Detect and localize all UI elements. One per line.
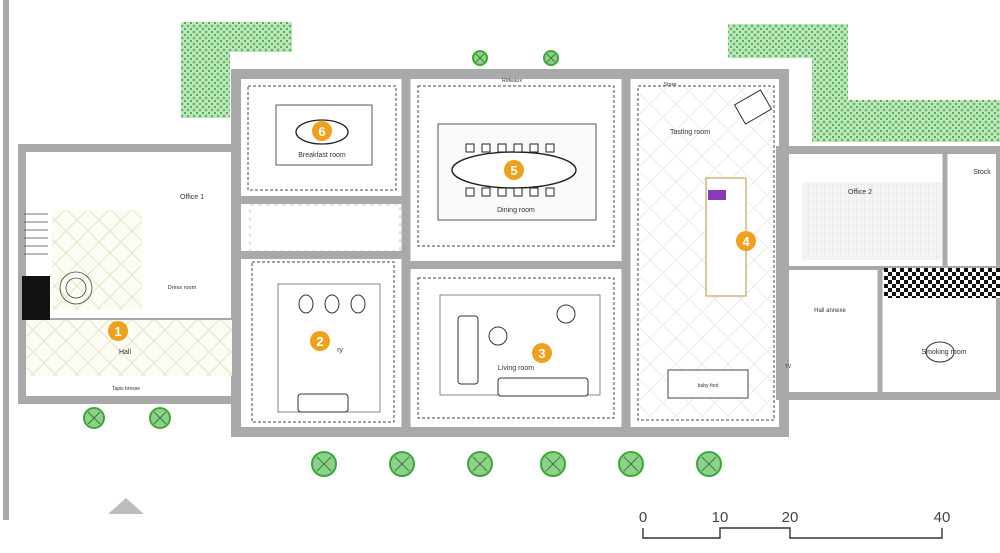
badge-3-number: 3 [538, 346, 545, 361]
badge-1-number: 1 [114, 324, 121, 339]
scale-bar [642, 527, 943, 539]
label-office1: Office 1 [180, 194, 204, 201]
tree-cross [87, 411, 101, 425]
badge-6-number: 6 [318, 124, 325, 139]
dining-chairs [465, 143, 555, 197]
hedge-right [728, 24, 1000, 142]
label-living: Living room [498, 365, 534, 372]
library-sofa [297, 393, 349, 413]
label-tapis-brosse: Tapis brosse [112, 386, 140, 392]
badge-1[interactable]: 1 [108, 321, 128, 341]
label-tasting: Tasting room [670, 129, 710, 136]
library-chair-3 [350, 294, 366, 314]
library-chair-1 [298, 294, 314, 314]
badge-5-number: 5 [510, 163, 517, 178]
label-hall-annexe: Hall annexe [814, 308, 846, 314]
label-baby-foot: baby foot [698, 383, 719, 389]
label-rideaux: Rideaux [502, 78, 522, 84]
label-office2: Office 2 [848, 189, 872, 196]
north-arrow [108, 498, 144, 514]
badge-5[interactable]: 5 [504, 160, 524, 180]
tree-cross [153, 411, 167, 425]
tree-cross [623, 456, 639, 472]
badge-4-number: 4 [742, 234, 750, 249]
label-smoking: Smoking room [921, 349, 966, 356]
living-sofa-left [457, 315, 479, 385]
label-stock: Stock [973, 169, 991, 176]
office2-floor [802, 182, 942, 260]
label-dining: Dining room [497, 207, 535, 214]
label-hall: Hall [119, 349, 132, 356]
living-armchair-2 [556, 304, 576, 324]
badge-2-number: 2 [316, 334, 323, 349]
tree-cross [475, 53, 485, 63]
corridor-floor [249, 204, 401, 252]
label-tv: TV [785, 364, 792, 370]
label-store: Store [663, 82, 676, 88]
label-library: ry [337, 347, 343, 354]
badge-4[interactable]: 4 [736, 231, 756, 251]
scale-label-40: 40 [934, 509, 951, 526]
tree-cross [472, 456, 488, 472]
checker-floor [884, 268, 1000, 298]
label-breakfast: Breakfast room [298, 152, 346, 159]
scale-label-20: 20 [782, 509, 799, 526]
stair-hall-floor [52, 210, 142, 310]
staircase [24, 213, 93, 305]
baby-foot-table [667, 369, 749, 399]
tree-cross [316, 456, 332, 472]
tree-cross [545, 456, 561, 472]
badge-6[interactable]: 6 [312, 121, 332, 141]
tree-cross [394, 456, 410, 472]
dark-block [22, 276, 50, 320]
smoking-table [925, 341, 955, 363]
tasting-bar-accent [708, 190, 726, 200]
living-armchair [488, 326, 508, 346]
badge-2[interactable]: 2 [310, 331, 330, 351]
library-chair-2 [324, 294, 340, 314]
badge-3[interactable]: 3 [532, 343, 552, 363]
label-dress: Dress room [168, 285, 197, 291]
piano [733, 89, 773, 125]
tree-cross [701, 456, 717, 472]
trees [83, 50, 722, 477]
hedge-left [181, 22, 292, 118]
scale-label-10: 10 [712, 509, 729, 526]
tree-cross [546, 53, 556, 63]
hall-floor [26, 320, 232, 376]
scale-label-0: 0 [639, 509, 647, 526]
living-sofa [497, 377, 589, 397]
breakfast-rug [275, 104, 373, 166]
